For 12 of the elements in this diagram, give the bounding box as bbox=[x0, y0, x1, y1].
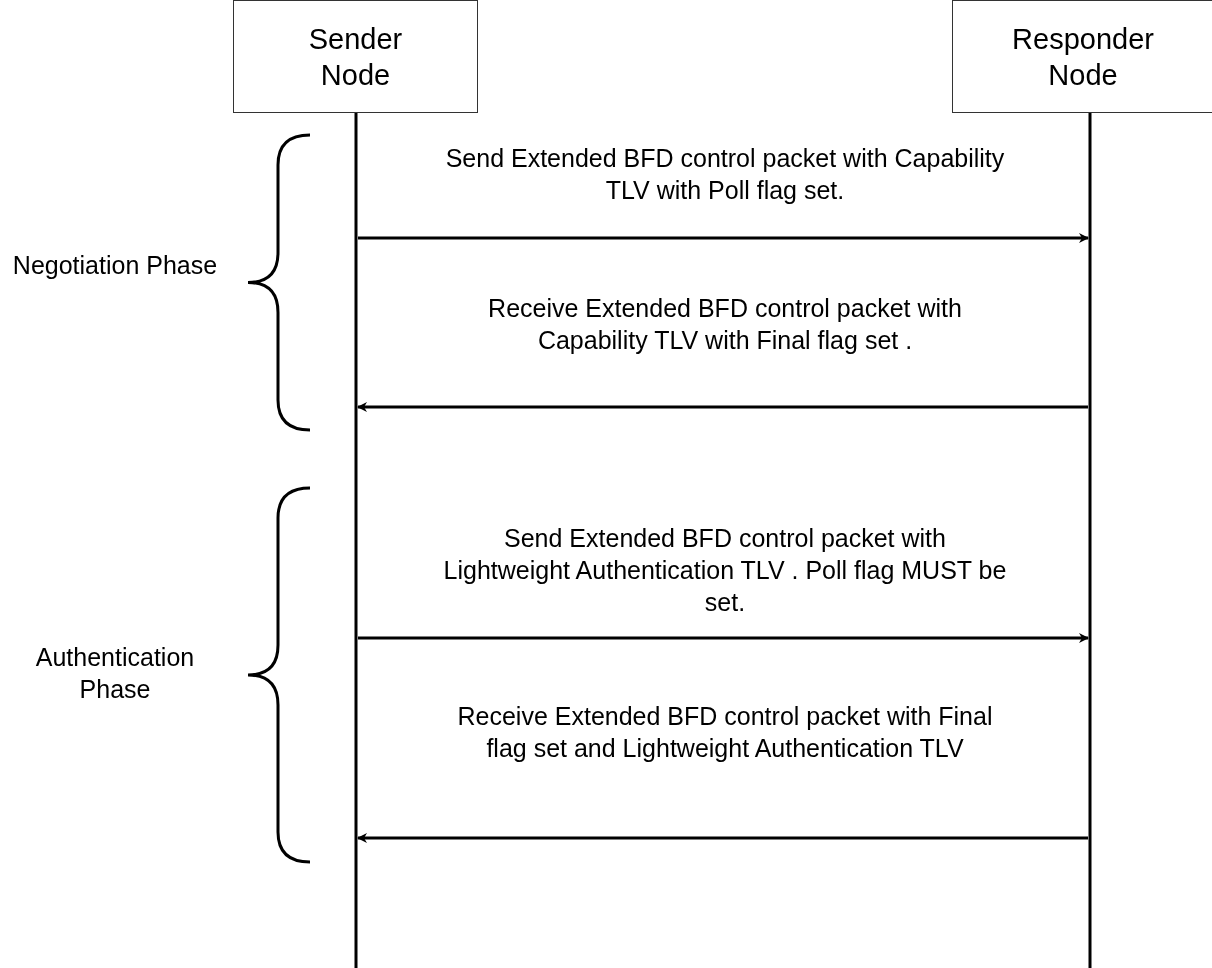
phase-label: Negotiation Phase bbox=[11, 249, 219, 281]
phase-label: Authentication Phase bbox=[34, 642, 196, 705]
message-label: Receive Extended BFD control packet with Final flag set and Lightweight Authentication TLV bbox=[456, 701, 994, 764]
message-label: Receive Extended BFD control packet with Capability TLV with Final flag set . bbox=[487, 293, 963, 356]
participant-box: Responder Node bbox=[952, 0, 1212, 113]
message-arrow bbox=[358, 633, 1089, 643]
message-arrow bbox=[357, 402, 1088, 412]
message-arrow bbox=[357, 833, 1088, 843]
message-label: Send Extended BFD control packet with Lightweight Authentication TLV . Poll flag MUST be set. bbox=[442, 523, 1008, 618]
participant-box: Sender Node bbox=[233, 0, 478, 113]
message-arrow bbox=[358, 233, 1089, 243]
message-label: Send Extended BFD control packet with Capability TLV with Poll flag set. bbox=[444, 143, 1006, 206]
